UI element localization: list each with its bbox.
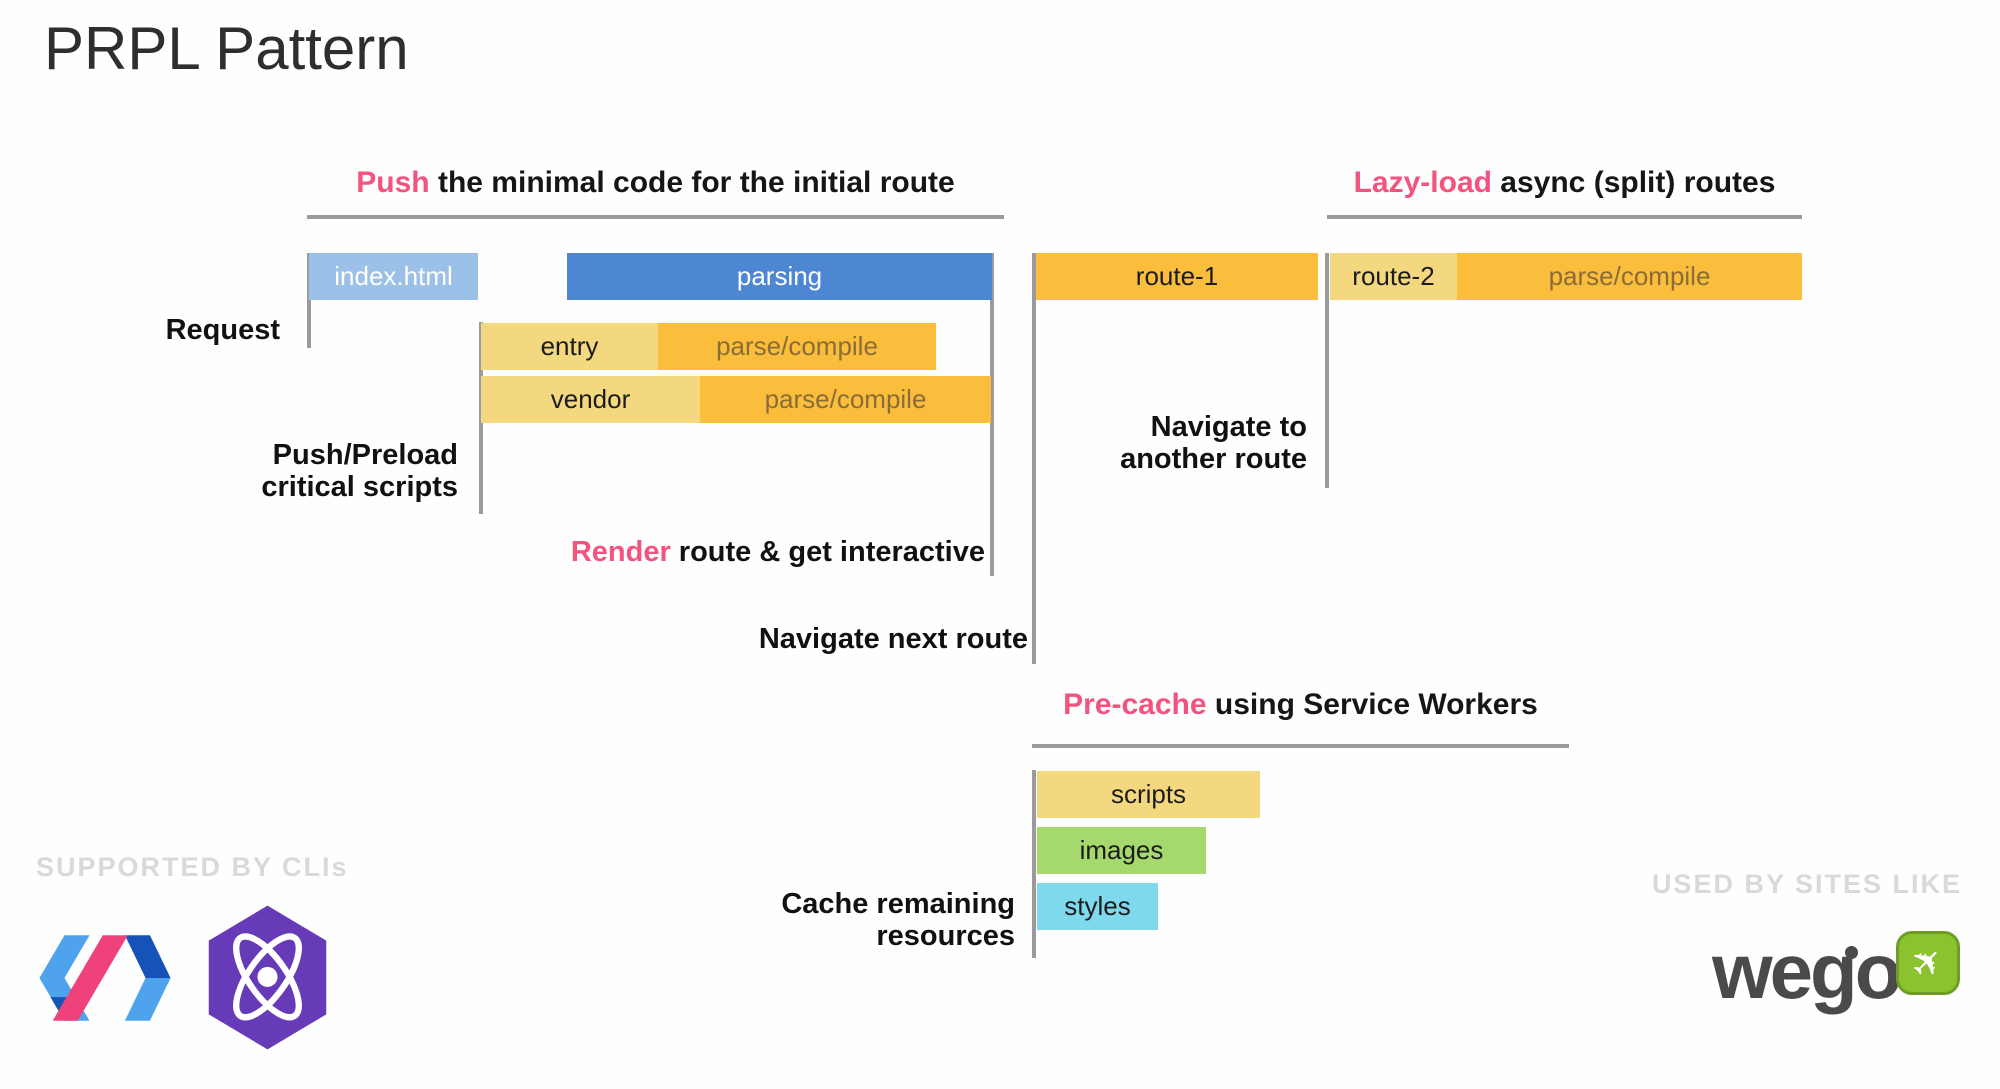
label-request: Request bbox=[165, 314, 280, 346]
label-navigate-next: Navigate next route bbox=[758, 623, 1028, 655]
bar-vendor: vendor bbox=[481, 376, 700, 423]
label-cache-remaining-line2: resources bbox=[876, 919, 1015, 952]
wego-logo-text: wego bbox=[1712, 927, 1902, 1015]
bar-route-2-parse-compile: parse/compile bbox=[1457, 253, 1802, 300]
label-render-rest: route & get interactive bbox=[670, 536, 985, 568]
tick-cache bbox=[1032, 770, 1036, 958]
label-navigate-another-line1: Navigate to bbox=[1150, 411, 1307, 443]
page-title: PRPL Pattern bbox=[44, 15, 409, 82]
polymer-logo-icon bbox=[39, 935, 171, 1021]
label-render: Render route & get interactive bbox=[570, 536, 985, 569]
heading-lazy-rest: async (split) routes bbox=[1491, 166, 1776, 199]
tick-render bbox=[990, 253, 994, 576]
lazy-underline bbox=[1327, 215, 1802, 219]
heading-precache: Pre-cache using Service Workers bbox=[1032, 688, 1569, 722]
tick-navigate-another bbox=[1325, 253, 1329, 488]
label-cache-remaining: Cache remaining resources bbox=[781, 888, 1015, 953]
supported-by-clis-label: SUPPORTED BY CLIs bbox=[36, 852, 349, 882]
label-push-preload-line1: Push/Preload bbox=[272, 439, 458, 471]
heading-push: Push the minimal code for the initial ro… bbox=[307, 166, 1004, 200]
heading-lazy-highlight: Lazy-load bbox=[1353, 166, 1492, 199]
wego-logo-badge: ✈ bbox=[1896, 931, 1960, 995]
bar-scripts: scripts bbox=[1037, 771, 1260, 818]
bar-route-2: route-2 bbox=[1330, 253, 1457, 300]
heading-precache-rest: using Service Workers bbox=[1206, 688, 1538, 721]
used-by-sites-label: USED BY SITES LIKE bbox=[1651, 869, 1962, 899]
heading-precache-highlight: Pre-cache bbox=[1063, 688, 1207, 721]
precache-underline bbox=[1032, 744, 1569, 748]
bar-vendor-parse-compile: parse/compile bbox=[700, 376, 991, 423]
label-cache-remaining-line1: Cache remaining bbox=[781, 888, 1015, 920]
heading-lazy-load: Lazy-load async (split) routes bbox=[1327, 166, 1802, 200]
bar-styles: styles bbox=[1037, 883, 1158, 930]
label-push-preload: Push/Preload critical scripts bbox=[261, 439, 458, 504]
airplane-icon: ✈ bbox=[1901, 936, 1955, 990]
bar-parsing: parsing bbox=[567, 253, 992, 300]
bar-entry-parse-compile: parse/compile bbox=[658, 323, 936, 370]
heading-push-rest: the minimal code for the initial route bbox=[429, 166, 955, 199]
bar-route-1: route-1 bbox=[1036, 253, 1318, 300]
wego-logo-dot bbox=[1845, 946, 1858, 959]
tick-navigate-next bbox=[1032, 253, 1036, 664]
preact-logo-icon bbox=[208, 905, 327, 1050]
tick-request bbox=[307, 253, 311, 348]
label-navigate-another-line2: another route bbox=[1120, 442, 1307, 475]
bar-index-html: index.html bbox=[309, 253, 478, 300]
bar-entry: entry bbox=[481, 323, 658, 370]
push-underline bbox=[307, 215, 1004, 219]
heading-push-highlight: Push bbox=[356, 166, 430, 199]
bar-images: images bbox=[1037, 827, 1206, 874]
label-render-highlight: Render bbox=[570, 536, 671, 568]
label-navigate-another: Navigate to another route bbox=[1120, 411, 1307, 476]
label-push-preload-line2: critical scripts bbox=[261, 470, 458, 503]
